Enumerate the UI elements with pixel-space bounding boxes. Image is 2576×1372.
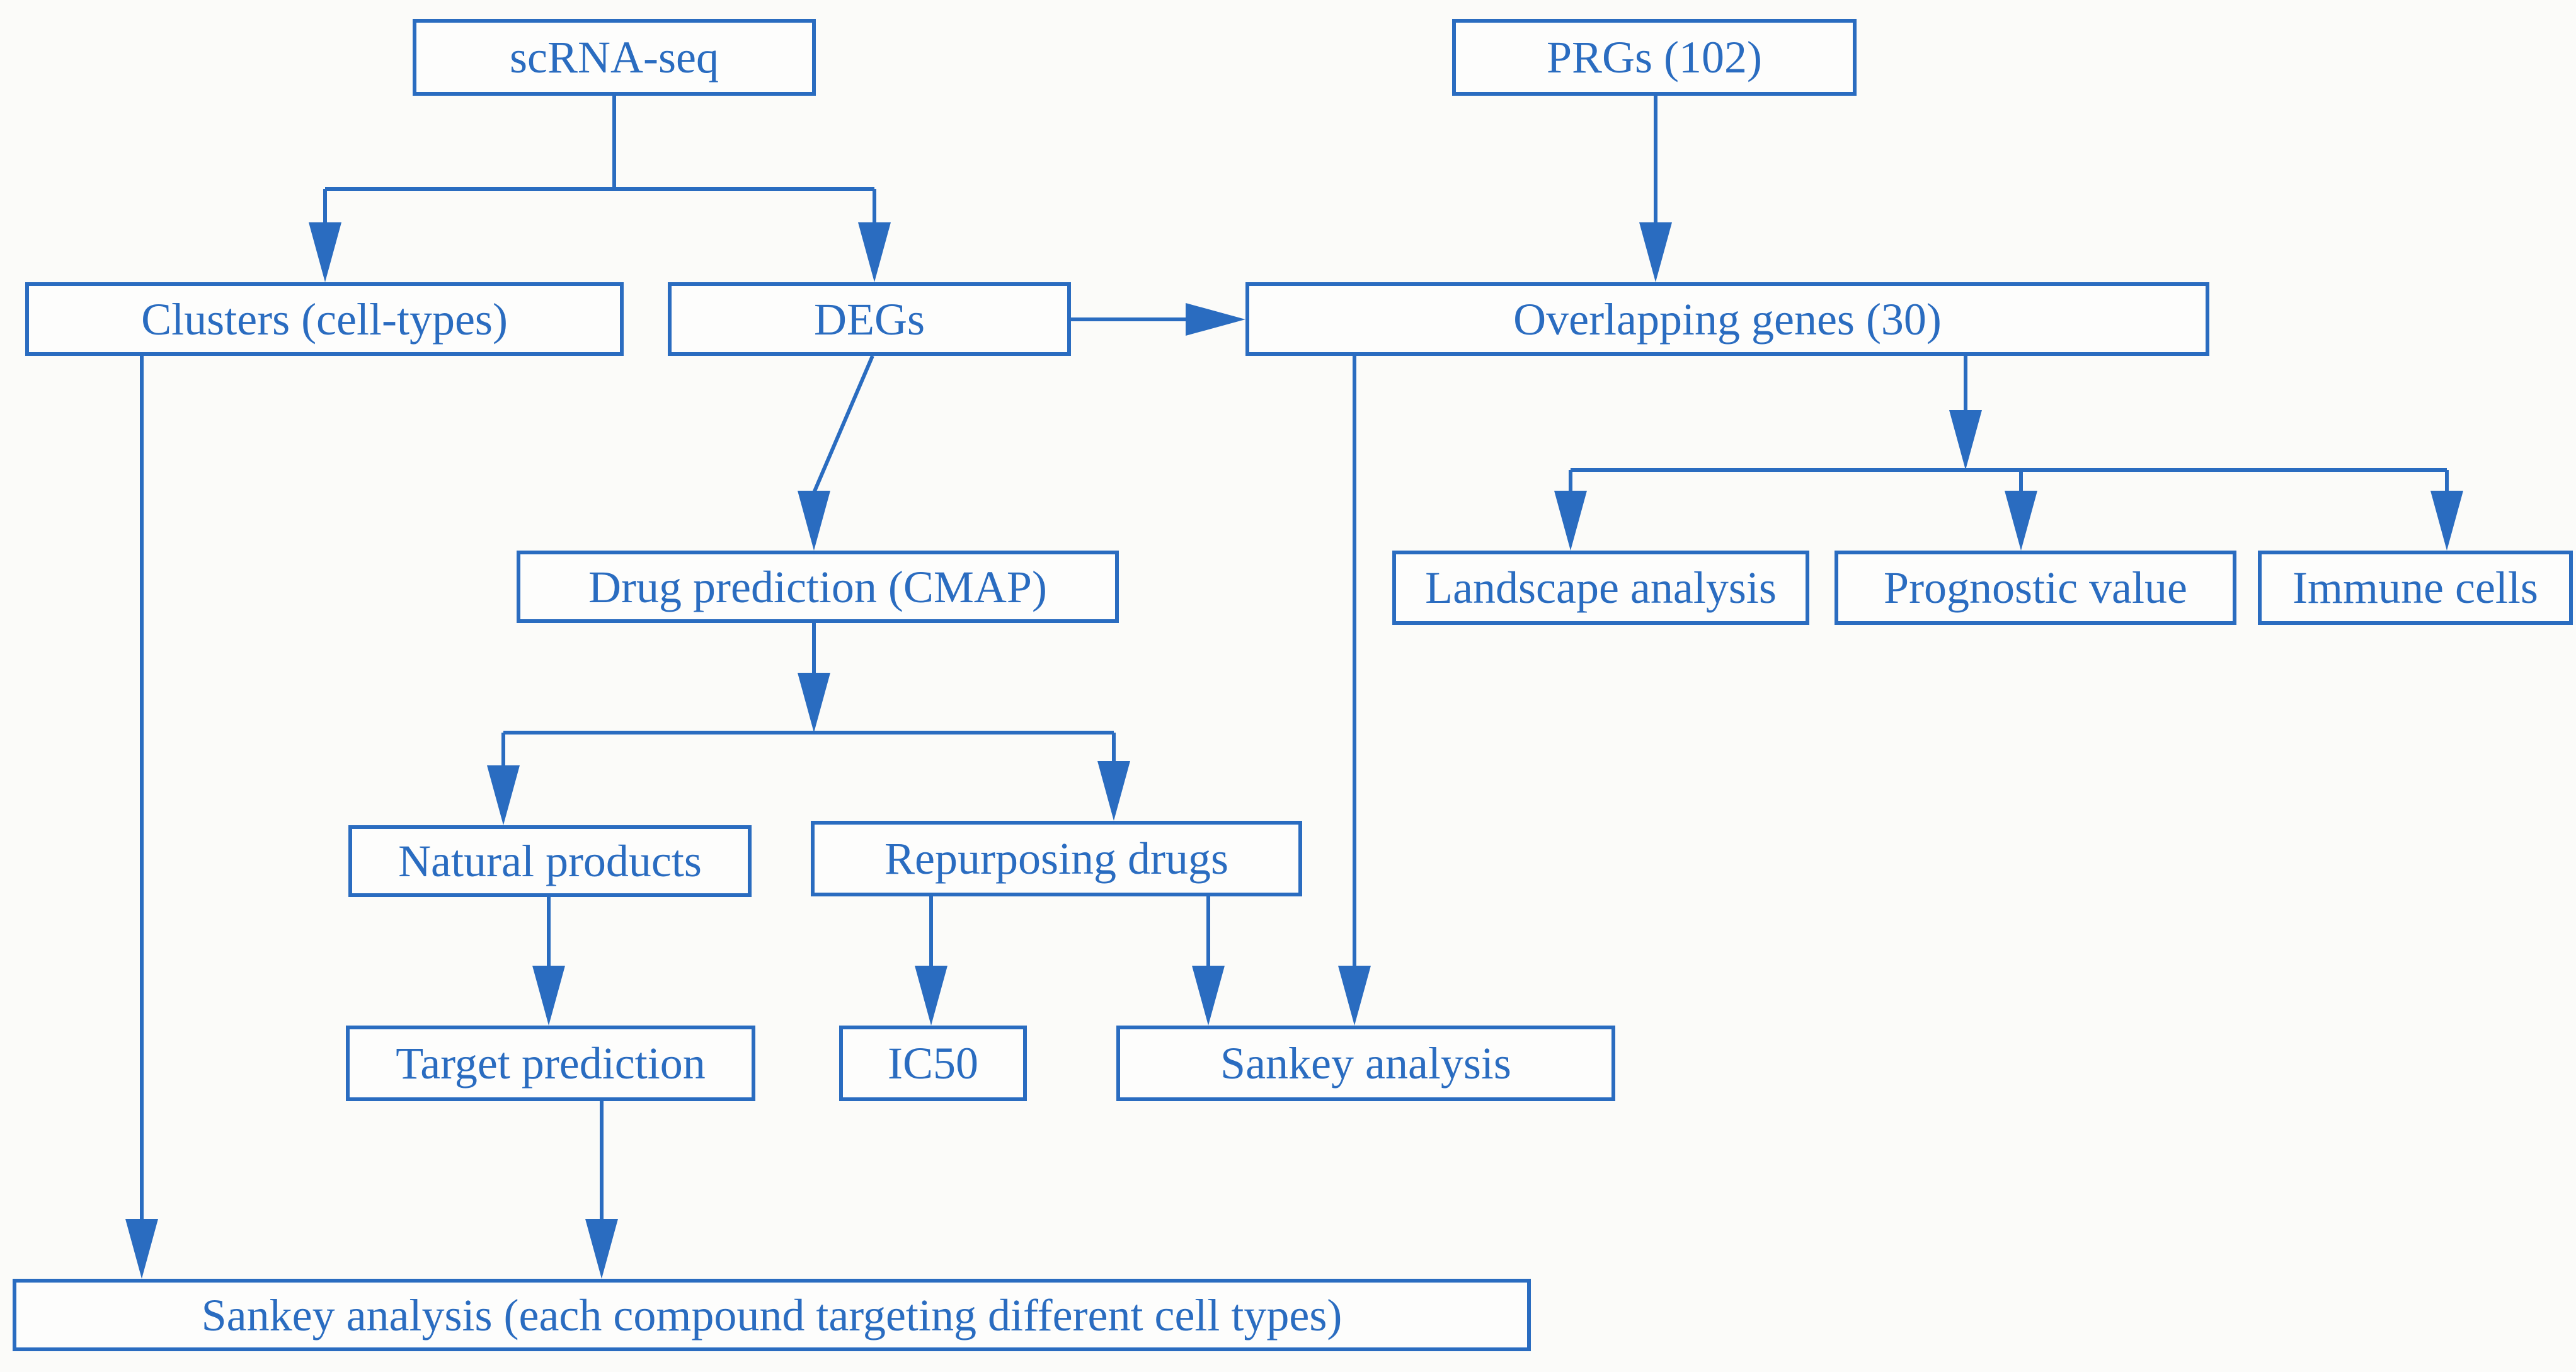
node-label: Immune cells xyxy=(2293,563,2538,613)
node-target-prediction: Target prediction xyxy=(346,1026,755,1101)
arrowhead xyxy=(798,673,830,733)
arrowhead xyxy=(532,966,565,1026)
arrowhead xyxy=(125,1219,158,1279)
node-prgs: PRGs (102) xyxy=(1452,19,1857,96)
node-clusters-cell-types: Clusters (cell-types) xyxy=(25,282,624,356)
node-overlapping-genes: Overlapping genes (30) xyxy=(1245,282,2209,356)
node-drug-prediction-cmap: Drug prediction (CMAP) xyxy=(517,551,1119,623)
node-scrna-seq: scRNA-seq xyxy=(413,19,816,96)
node-natural-products: Natural products xyxy=(348,825,752,897)
arrowhead xyxy=(585,1219,618,1279)
node-label: Sankey analysis (each compound targeting… xyxy=(201,1289,1342,1341)
arrowhead xyxy=(1554,491,1587,551)
node-label: Repurposing drugs xyxy=(884,833,1228,884)
connector-lines xyxy=(140,96,2449,1222)
node-label: scRNA-seq xyxy=(510,32,719,83)
node-sankey-analysis: Sankey analysis xyxy=(1116,1026,1615,1101)
node-landscape-analysis: Landscape analysis xyxy=(1392,551,1809,625)
node-sankey-analysis-bottom: Sankey analysis (each compound targeting… xyxy=(13,1279,1531,1351)
arrowhead xyxy=(2005,491,2037,551)
node-degs: DEGs xyxy=(668,282,1071,356)
arrowhead xyxy=(1949,410,1982,470)
arrowhead xyxy=(487,765,520,825)
node-label: DEGs xyxy=(814,294,925,345)
node-label: Landscape analysis xyxy=(1425,563,1777,613)
node-label: Target prediction xyxy=(396,1038,706,1089)
arrowhead xyxy=(1186,303,1245,336)
node-label: Drug prediction (CMAP) xyxy=(588,561,1047,612)
node-label: IC50 xyxy=(888,1038,978,1089)
node-prognostic-value: Prognostic value xyxy=(1835,551,2236,625)
arrowhead xyxy=(2430,491,2463,551)
arrowhead xyxy=(1639,222,1672,282)
node-label: Sankey analysis xyxy=(1220,1038,1511,1089)
arrowhead xyxy=(858,222,891,282)
node-label: Overlapping genes (30) xyxy=(1513,294,1942,345)
arrowhead xyxy=(915,966,947,1026)
node-label: Clusters (cell-types) xyxy=(141,294,508,345)
node-repurposing-drugs: Repurposing drugs xyxy=(811,821,1302,896)
arrowhead xyxy=(1192,966,1225,1026)
arrowhead xyxy=(309,222,341,282)
arrowheads xyxy=(125,222,2463,1279)
arrowhead xyxy=(1338,966,1371,1026)
node-immune-cells: Immune cells xyxy=(2258,551,2573,625)
node-label: Prognostic value xyxy=(1884,563,2187,613)
connector-line xyxy=(812,355,874,494)
arrowhead xyxy=(798,491,830,551)
node-ic50: IC50 xyxy=(839,1026,1027,1101)
arrowhead xyxy=(1097,761,1130,821)
node-label: Natural products xyxy=(398,836,702,886)
node-label: PRGs (102) xyxy=(1546,32,1763,83)
